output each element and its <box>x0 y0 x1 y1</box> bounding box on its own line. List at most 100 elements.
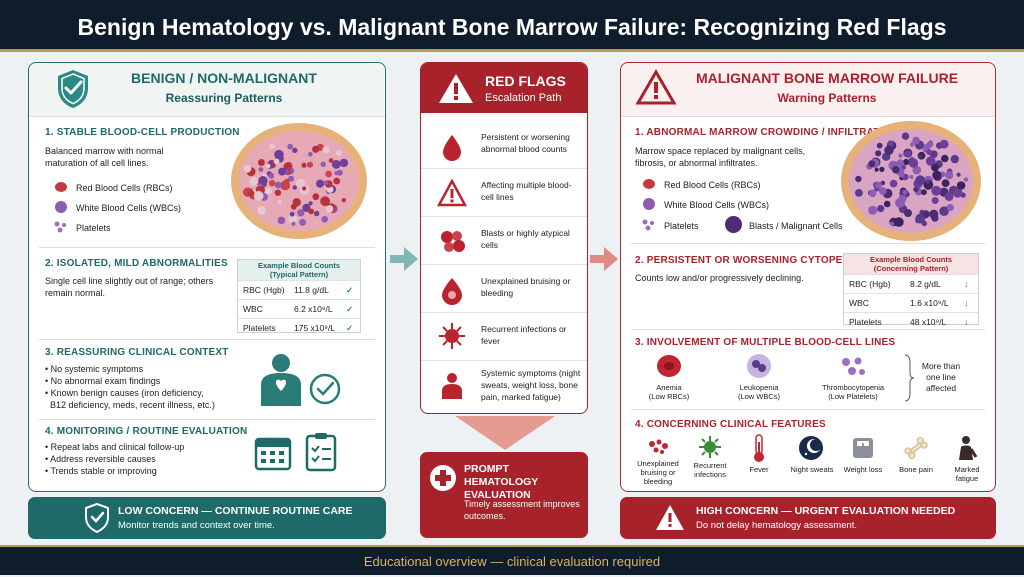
high-concern-banner: HIGH CONCERN — URGENT EVALUATION NEEDED … <box>620 497 996 539</box>
table-row: RBC (Hgb)11.8 g/dL✓ <box>238 280 360 299</box>
low-concern-title: LOW CONCERN — CONTINUE ROUTINE CARE <box>118 505 353 517</box>
benign-title: BENIGN / NON-MALIGNANT <box>131 70 317 86</box>
marrow-cell <box>883 200 891 208</box>
marrow-cell <box>273 158 280 165</box>
arrow-down-icon: ↓ <box>964 279 969 289</box>
marrow-cell <box>950 154 959 164</box>
marrow-cell <box>322 146 330 154</box>
marrow-cell <box>323 180 329 186</box>
benign-s1-title: 1. STABLE BLOOD-CELL PRODUCTION <box>45 127 240 138</box>
marrow-cell <box>868 189 877 198</box>
multi-line-note: More than one line affected <box>921 361 961 393</box>
marrow-cell <box>312 193 320 201</box>
blood-drop-icon <box>443 135 461 161</box>
marrow-cell <box>874 181 883 189</box>
marrow-cell <box>963 177 969 182</box>
bone-icon <box>904 437 928 459</box>
benign-subtitle: Reassuring Patterns <box>165 91 283 105</box>
marrow-cell <box>264 187 272 195</box>
infiltrated-marrow-illustration <box>841 121 981 241</box>
prompt-evaluation-text: Timely assessment improves outcomes. <box>464 499 580 521</box>
marrow-cell <box>875 150 882 157</box>
red-flag-item: Unexplained bruising or bleeding <box>421 265 587 313</box>
marrow-cell <box>277 216 286 225</box>
marrow-cell <box>874 167 879 172</box>
marrow-cell <box>904 150 912 157</box>
marrow-cell <box>325 205 334 213</box>
warning-icon <box>437 179 467 207</box>
malignant-legend-wbc: White Blood Cells (WBCs) <box>664 200 770 210</box>
marrow-cell <box>876 142 883 149</box>
marrow-cell <box>326 186 333 193</box>
healthy-person-icon <box>261 354 341 406</box>
platelets-icon <box>54 221 66 233</box>
marrow-cell <box>301 162 307 168</box>
marrow-cell <box>909 142 915 147</box>
wbc-icon <box>643 198 655 210</box>
marrow-cell <box>944 192 954 202</box>
marrow-cell <box>301 186 307 191</box>
marrow-cell <box>292 147 298 153</box>
marrow-cell <box>941 179 950 187</box>
benign-s2-title: 2. ISOLATED, MILD ABNORMALITIES <box>45 258 228 269</box>
malignant-panel: MALIGNANT BONE MARROW FAILURE Warning Pa… <box>620 62 996 492</box>
malignant-s2-title: 2. PERSISTENT OR WORSENING CYTOPENIAS <box>635 255 868 266</box>
marrow-cell <box>931 185 942 196</box>
malignant-s4-title: 4. CONCERNING CLINICAL FEATURES <box>635 419 826 430</box>
marrow-cell <box>292 185 297 190</box>
marrow-cell <box>268 172 275 179</box>
marrow-cell <box>315 179 325 188</box>
marrow-cell <box>908 158 919 168</box>
marrow-cell <box>341 198 346 203</box>
marrow-cell <box>898 153 903 158</box>
malignant-title: MALIGNANT BONE MARROW FAILURE <box>695 70 959 86</box>
marrow-cell <box>274 181 282 189</box>
marrow-cell <box>277 199 283 205</box>
marrow-cell <box>258 176 268 186</box>
marrow-cell <box>884 145 894 155</box>
malignant-count-table: Example Blood Counts(Concerning Pattern)… <box>843 253 979 327</box>
list-item: • No abnormal exam findings <box>45 376 161 386</box>
marrow-cell <box>932 170 942 180</box>
marrow-cell <box>288 175 295 182</box>
check-icon: ✓ <box>346 304 354 314</box>
marrow-cell <box>921 189 927 196</box>
marrow-cell <box>931 163 939 172</box>
marrow-cell <box>941 154 949 163</box>
rbc-icon <box>55 182 67 192</box>
marrow-cell <box>887 140 894 147</box>
anemia-icon <box>657 355 681 377</box>
benign-count-table: Example Blood Counts(Typical Pattern) RB… <box>237 259 361 333</box>
marrow-cell <box>903 158 910 166</box>
benign-legend-wbc: White Blood Cells (WBCs) <box>76 203 182 213</box>
marrow-cell <box>274 189 282 196</box>
marrow-cell <box>257 159 265 166</box>
red-flags-subtitle: Escalation Path <box>485 92 562 104</box>
marrow-cell <box>931 197 939 204</box>
prompt-evaluation-banner: PROMPT HEMATOLOGY EVALUATION Timely asse… <box>420 452 588 538</box>
malignant-s3-title: 3. INVOLVEMENT OF MULTIPLE BLOOD-CELL LI… <box>635 337 896 348</box>
marrow-cell <box>308 208 314 215</box>
benign-table-header2: (Typical Pattern) <box>269 270 329 279</box>
red-flags-title: RED FLAGS <box>485 73 566 89</box>
warning-icon <box>656 505 684 530</box>
marrow-cell <box>320 196 330 207</box>
marrow-cell <box>258 167 264 172</box>
benign-table-header: Example Blood Counts <box>257 261 341 270</box>
marrow-cell <box>939 139 949 149</box>
marrow-cell <box>336 169 343 176</box>
cells-icon <box>441 231 465 252</box>
marrow-cell <box>308 152 313 157</box>
marrow-cell <box>889 221 895 226</box>
marrow-cell <box>320 161 326 167</box>
blast-cell-icon <box>725 216 742 233</box>
marrow-cell <box>868 205 878 215</box>
brace-icon <box>904 354 915 402</box>
benign-s1-text: Balanced marrow with normal maturation o… <box>45 146 164 168</box>
warning-icon <box>635 69 677 105</box>
bleeding-icon <box>442 278 462 305</box>
footer-note: Educational overview — clinical evaluati… <box>0 545 1024 575</box>
feature-night-sweats: Night sweats <box>790 465 834 474</box>
